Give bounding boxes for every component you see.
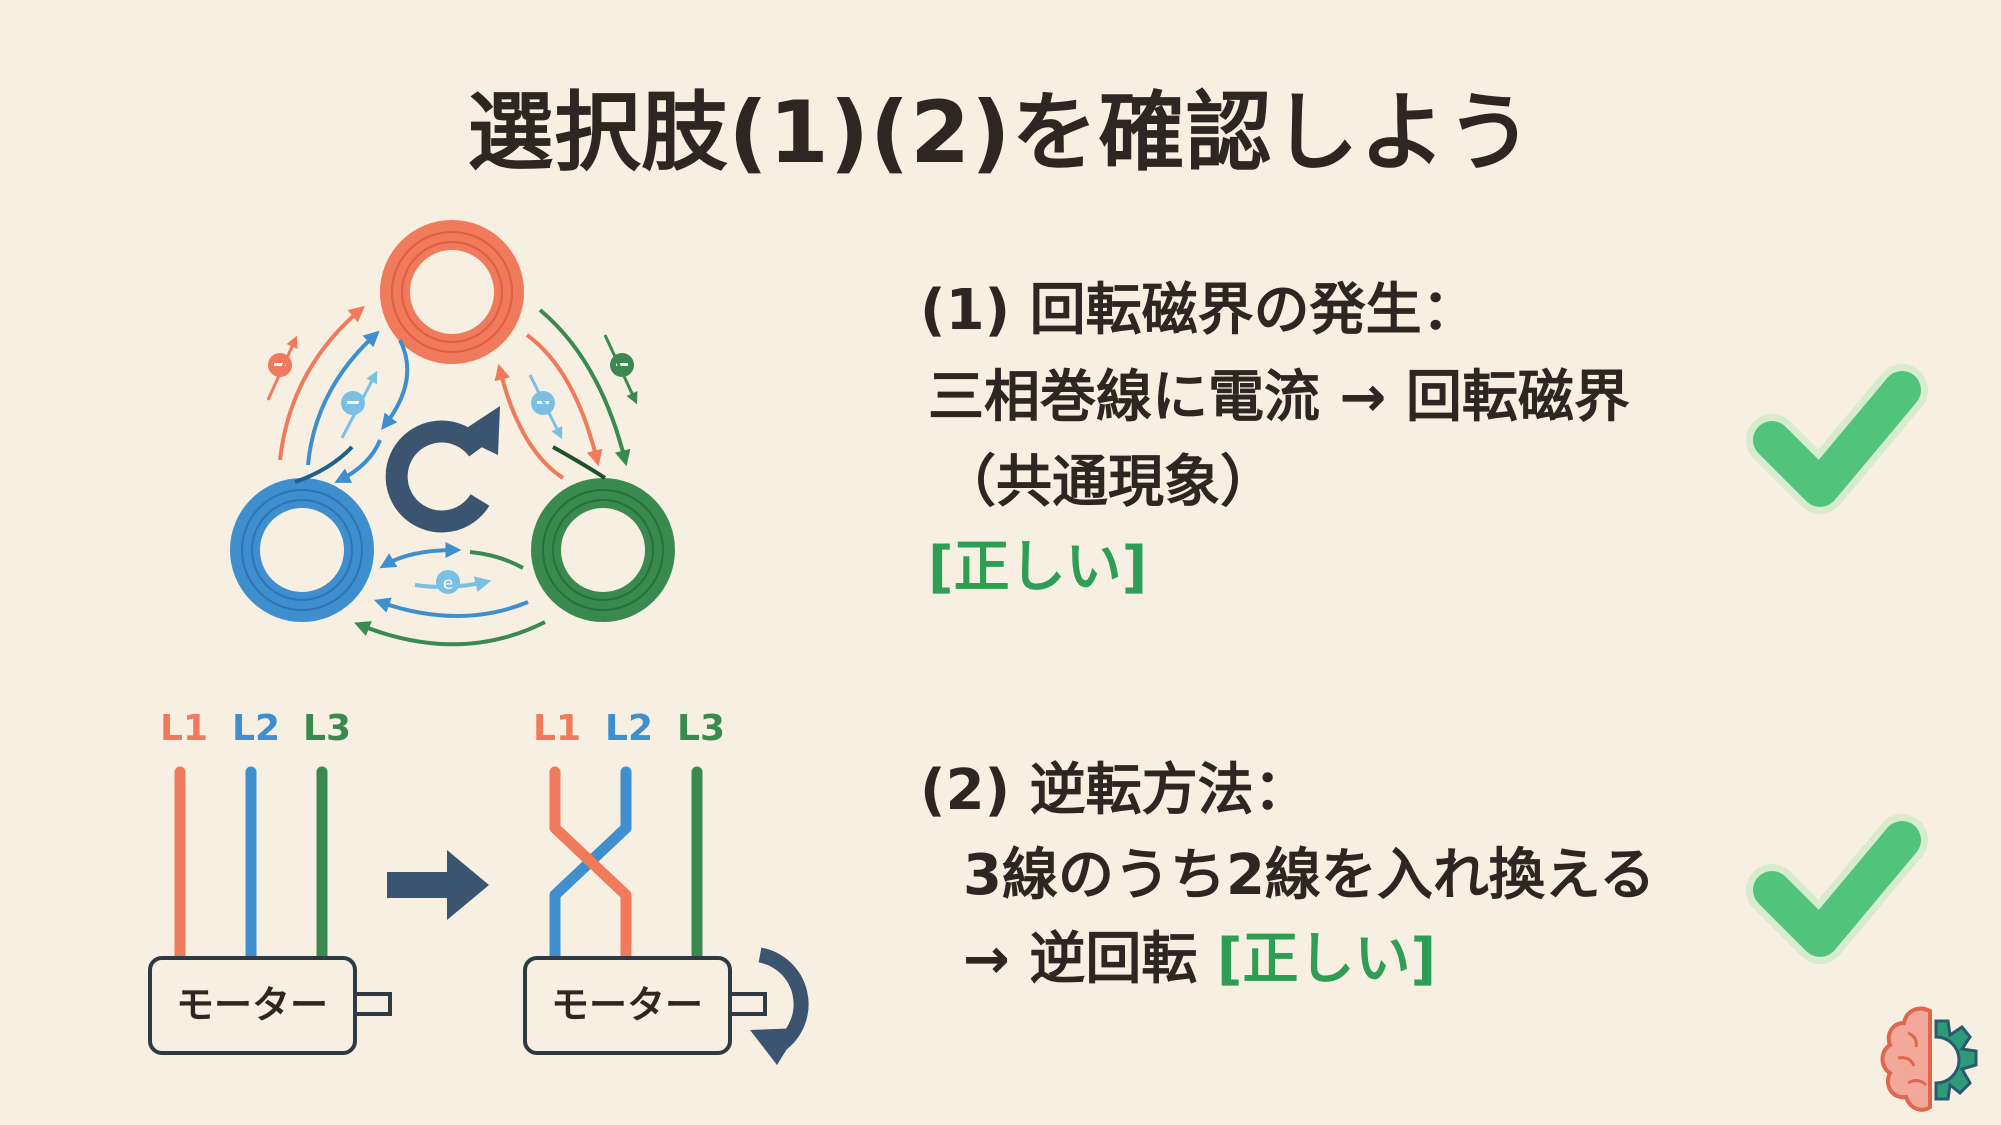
rotating-field-diagram: e: [230, 220, 675, 647]
label-l1: L1: [533, 708, 581, 749]
motor-shaft: [728, 992, 767, 1016]
item1-line2: （共通現象）: [940, 450, 1276, 515]
motor-shaft: [353, 992, 392, 1016]
transition-arrow-icon: [387, 850, 489, 920]
label-l1: L1: [160, 708, 208, 749]
label-l3: L3: [677, 708, 725, 749]
red-coil-icon: [380, 220, 524, 364]
item1-heading: (1) 回転磁界の発生：: [920, 278, 1478, 343]
svg-text:e: e: [443, 574, 453, 594]
brain-gear-icon: [1880, 1006, 1978, 1112]
reverse-rotation-arrow-icon: [750, 947, 809, 1065]
wiring-after-diagram: L1 L2 L3 モーター: [523, 708, 809, 1065]
electron-icon: e: [266, 334, 638, 594]
motor-label: モーター: [551, 983, 703, 1027]
blue-coil-icon: [230, 478, 374, 622]
item2-line2-prefix: → 逆回転: [963, 927, 1217, 992]
label-l2: L2: [232, 708, 280, 749]
item2-verdict: [正しい]: [1216, 927, 1437, 992]
checkmark-icon: [1746, 814, 1928, 964]
item2-line1: 3線のうち2線を入れ換える: [963, 843, 1656, 908]
item1-line1: 三相巻線に電流 → 回転磁界: [928, 365, 1630, 430]
motor-label: モーター: [176, 983, 328, 1027]
item2-line2: → 逆回転 [正しい]: [963, 932, 1436, 988]
page-title: 選択肢(1)(2)を確認しよう: [467, 83, 1534, 183]
label-l2: L2: [605, 708, 653, 749]
label-l3: L3: [303, 708, 351, 749]
green-coil-icon: [531, 478, 675, 622]
checkmark-icon: [1746, 364, 1928, 514]
item1-verdict: [正しい]: [928, 535, 1148, 600]
item2-heading: (2) 逆転方法：: [920, 758, 1310, 823]
wiring-before-diagram: L1 L2 L3 モーター: [148, 708, 392, 1055]
rotation-arrow-icon: [385, 406, 500, 533]
